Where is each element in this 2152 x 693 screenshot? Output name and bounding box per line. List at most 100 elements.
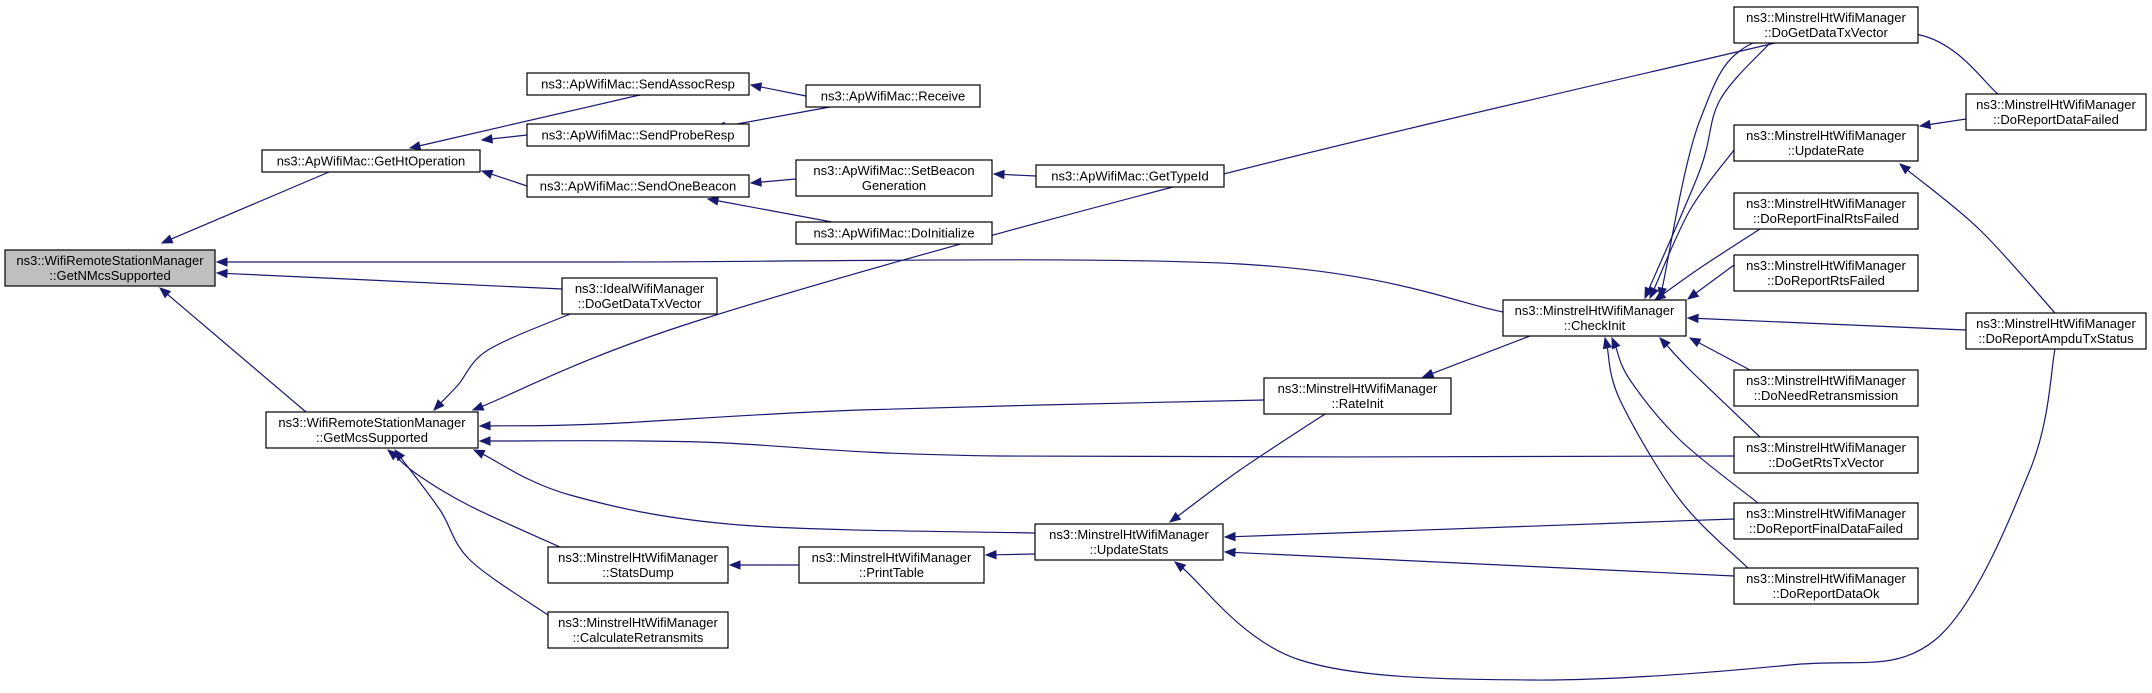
edge-finaldata-to-updatestats (1223, 518, 1735, 542)
node-dataok[interactable]: ns3::MinstrelHtWifiManager::DoReportData… (1733, 567, 1919, 605)
edge-line (994, 553, 1036, 556)
node-getrtstx[interactable]: ns3::MinstrelHtWifiManager::DoGetRtsTxVe… (1733, 436, 1919, 474)
node-rtsfailed[interactable]: ns3::MinstrelHtWifiManager::DoReportRtsF… (1733, 254, 1919, 292)
node-label: ns3::MinstrelHtWifiManager (1049, 527, 1209, 542)
node-label: ns3::MinstrelHtWifiManager (1746, 440, 1906, 455)
node-label: ns3::MinstrelHtWifiManager (1746, 196, 1906, 211)
node-dogetdatatx[interactable]: ns3::MinstrelHtWifiManager::DoGetDataTxV… (1733, 6, 1919, 44)
node-label: ::RateInit (1331, 396, 1383, 411)
node-box (1035, 164, 1225, 188)
edge-line (418, 94, 641, 147)
edge-arrowhead (1686, 313, 1699, 324)
edge-dataok-to-checkinit (1602, 336, 1749, 569)
edge-line (490, 173, 528, 187)
node-calcretrans[interactable]: ns3::MinstrelHtWifiManager::CalculateRet… (547, 611, 729, 649)
node-label: ns3::MinstrelHtWifiManager (1746, 128, 1906, 143)
node-box (547, 546, 729, 584)
edge-arrowhead (433, 399, 445, 411)
edge-arrowhead (1611, 336, 1621, 350)
edge-arrowhead (749, 177, 762, 187)
node-label: ::DoReportFinalDataFailed (1749, 521, 1903, 536)
node-box (1733, 254, 1919, 292)
node-getnmcs[interactable]: ns3::WifiRemoteStationManager::GetNMcsSu… (4, 249, 216, 287)
edge-rateinit-to-updatestats (1168, 413, 1326, 523)
node-datafailed[interactable]: ns3::MinstrelHtWifiManager::DoReportData… (1965, 93, 2147, 131)
edge-arrowhead (480, 169, 494, 179)
edge-line (1431, 335, 1531, 375)
edge-line (1906, 169, 2056, 314)
edge-line (1665, 344, 1761, 438)
node-label: ::DoReportFinalRtsFailed (1753, 211, 1899, 226)
node-ideal[interactable]: ns3::IdealWifiManager::DoGetDataTxVector (561, 277, 718, 315)
node-box (526, 72, 750, 96)
node-label: ns3::ApWifiMac::SendAssocResp (541, 77, 735, 92)
edge-arrowhead (1649, 286, 1659, 300)
edge-line (225, 259, 1504, 313)
edge-updaterate-to-checkinit (1649, 149, 1735, 300)
node-label: ::StatsDump (602, 565, 674, 580)
node-label: ns3::MinstrelHtWifiManager (1746, 373, 1906, 388)
edge-line (1696, 317, 1967, 331)
edge-line (481, 42, 1776, 408)
node-sendbeacon[interactable]: ns3::ApWifiMac::SendOneBeacon (526, 174, 750, 198)
node-sendassoc[interactable]: ns3::ApWifiMac::SendAssocResp (526, 72, 750, 96)
edge-calcretrans-to-getmcs (394, 448, 549, 616)
edges-layer (158, 28, 2056, 681)
edge-sendprobe-to-getht (480, 134, 528, 144)
node-box (526, 123, 750, 147)
edge-rtsfailed-to-checkinit (1686, 264, 1735, 300)
node-updaterate[interactable]: ns3::MinstrelHtWifiManager::UpdateRate (1733, 124, 1919, 162)
node-label: ns3::MinstrelHtWifiManager (558, 550, 718, 565)
edge-arrowhead (386, 449, 400, 461)
node-rateinit[interactable]: ns3::MinstrelHtWifiManager::RateInit (1263, 377, 1452, 415)
node-statsdump[interactable]: ns3::MinstrelHtWifiManager::StatsDump (547, 546, 729, 584)
edge-line (399, 456, 549, 616)
edge-line (759, 178, 797, 183)
node-label: ::UpdateRate (1788, 143, 1865, 158)
node-doinit[interactable]: ns3::ApWifiMac::DoInitialize (795, 221, 993, 245)
node-box (1733, 567, 1919, 605)
edge-arrowhead (1659, 337, 1671, 349)
node-label: ::DoGetDataTxVector (578, 296, 702, 311)
edge-doinit-to-sendbeacon (706, 196, 833, 223)
node-box (805, 84, 981, 108)
node-box (1733, 192, 1919, 230)
edge-receive-to-sendassoc (749, 82, 807, 97)
edge-arrowhead (158, 287, 172, 299)
node-updatestats[interactable]: ns3::MinstrelHtWifiManager::UpdateStats (1034, 523, 1224, 561)
node-receive[interactable]: ns3::ApWifiMac::Receive (805, 84, 981, 108)
edge-finaldata-to-checkinit (1611, 336, 1759, 504)
node-label: ns3::MinstrelHtWifiManager (1976, 316, 2136, 331)
node-box (798, 546, 985, 584)
node-box (795, 159, 993, 197)
node-label: ::DoGetRtsTxVector (1768, 455, 1884, 470)
node-sendprobe[interactable]: ns3::ApWifiMac::SendProbeResp (526, 123, 750, 147)
node-getht[interactable]: ns3::ApWifiMac::GetHtOperation (261, 149, 481, 173)
node-label: ns3::IdealWifiManager (575, 281, 705, 296)
edge-rateinit-to-getmcs (478, 399, 1265, 431)
node-label: ::PrintTable (859, 565, 924, 580)
edge-arrowhead (215, 257, 228, 267)
edge-dataok-to-updatestats (1223, 547, 1735, 577)
node-ampdu[interactable]: ns3::MinstrelHtWifiManager::DoReportAmpd… (1965, 312, 2147, 350)
node-finaldata[interactable]: ns3::MinstrelHtWifiManager::DoReportFina… (1733, 502, 1919, 540)
edge-line (1614, 346, 1759, 504)
node-printtable[interactable]: ns3::MinstrelHtWifiManager::PrintTable (798, 546, 985, 584)
node-gettypeid[interactable]: ns3::ApWifiMac::GetTypeId (1035, 164, 1225, 188)
node-label: ::DoReportAmpduTxStatus (1978, 331, 2134, 346)
node-label: ::DoReportDataFailed (1993, 112, 2119, 127)
edge-arrowhead (706, 196, 720, 206)
node-checkinit[interactable]: ns3::MinstrelHtWifiManager::CheckInit (1502, 299, 1687, 337)
node-box (261, 149, 481, 173)
edge-line (1648, 42, 1771, 290)
edge-line (723, 106, 831, 127)
node-finalrts[interactable]: ns3::MinstrelHtWifiManager::DoReportFina… (1733, 192, 1919, 230)
edge-arrowhead (992, 169, 1005, 180)
node-box (1733, 124, 1919, 162)
node-box (1263, 377, 1452, 415)
node-getmcs[interactable]: ns3::WifiRemoteStationManager::GetMcsSup… (265, 411, 479, 449)
edge-line (225, 272, 563, 290)
edge-line (1181, 348, 2056, 681)
node-needretrans[interactable]: ns3::MinstrelHtWifiManager::DoNeedRetran… (1733, 369, 1919, 407)
